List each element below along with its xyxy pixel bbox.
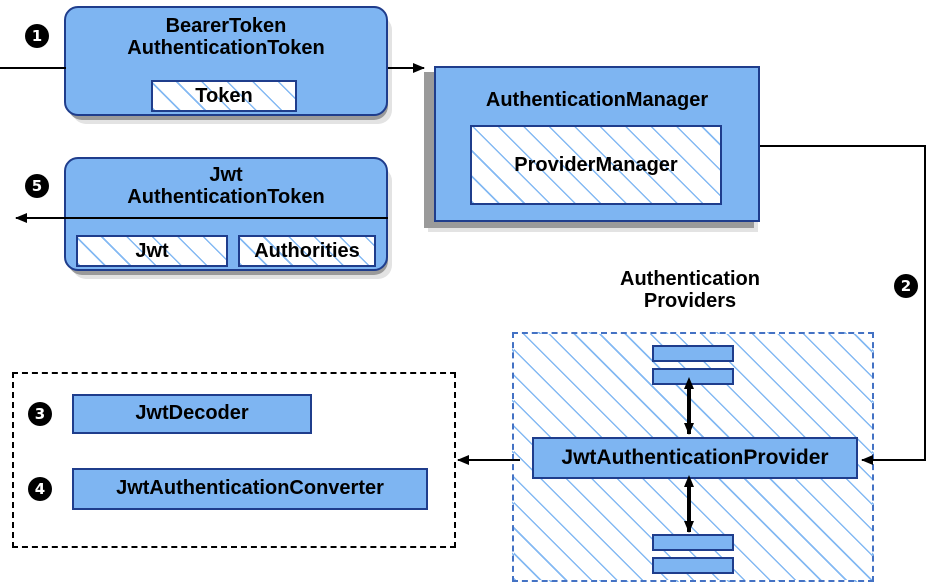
jwt-token-title-line1: Jwt (209, 164, 243, 186)
jwt-inner-jwt-box[interactable]: Jwt (76, 235, 228, 267)
provider-manager-label: ProviderManager (514, 153, 678, 176)
jwt-authentication-converter-node[interactable]: JwtAuthenticationConverter (72, 468, 428, 510)
authentication-providers-title: Authentication Providers (560, 268, 820, 313)
jwt-token-title-line2: AuthenticationToken (127, 185, 325, 208)
jwt-authentication-converter-label: JwtAuthenticationConverter (116, 477, 384, 500)
marker-2: 2 (894, 274, 918, 298)
marker-1: 1 (25, 24, 49, 48)
jwt-inner-jwt-label: Jwt (135, 239, 169, 262)
bearer-token-title-line2: AuthenticationToken (127, 36, 325, 59)
marker-3-label: 3 (34, 405, 46, 423)
authentication-providers-title-line2: Providers (643, 290, 737, 313)
marker-4: 4 (28, 477, 52, 501)
provider-placeholder-bar-bottom-1 (652, 534, 734, 551)
authentication-manager-title: AuthenticationManager (485, 89, 709, 111)
provider-manager-box[interactable]: ProviderManager (470, 125, 722, 205)
bearer-token-inner-token-box[interactable]: Token (151, 80, 297, 112)
provider-placeholder-bar-top-2 (652, 368, 734, 385)
marker-4-label: 4 (34, 480, 46, 498)
jwt-authentication-provider-label: JwtAuthenticationProvider (561, 445, 829, 469)
jwt-authentication-provider-node[interactable]: JwtAuthenticationProvider (532, 437, 858, 479)
jwt-decoder-node[interactable]: JwtDecoder (72, 394, 312, 434)
bearer-token-inner-label: Token (195, 84, 253, 107)
marker-5: 5 (25, 174, 49, 198)
marker-3: 3 (28, 402, 52, 426)
jwt-decoder-label: JwtDecoder (135, 402, 249, 425)
marker-5-label: 5 (31, 177, 43, 195)
jwt-inner-authorities-box[interactable]: Authorities (238, 235, 376, 267)
jwt-inner-authorities-label: Authorities (254, 239, 360, 262)
authentication-providers-title-line1: Authentication (620, 268, 760, 290)
provider-placeholder-bar-top-1 (652, 345, 734, 362)
provider-placeholder-bar-bottom-2 (652, 557, 734, 574)
marker-1-label: 1 (31, 27, 43, 45)
marker-2-label: 2 (900, 277, 912, 295)
bearer-token-title-line1: BearerToken (165, 15, 287, 37)
